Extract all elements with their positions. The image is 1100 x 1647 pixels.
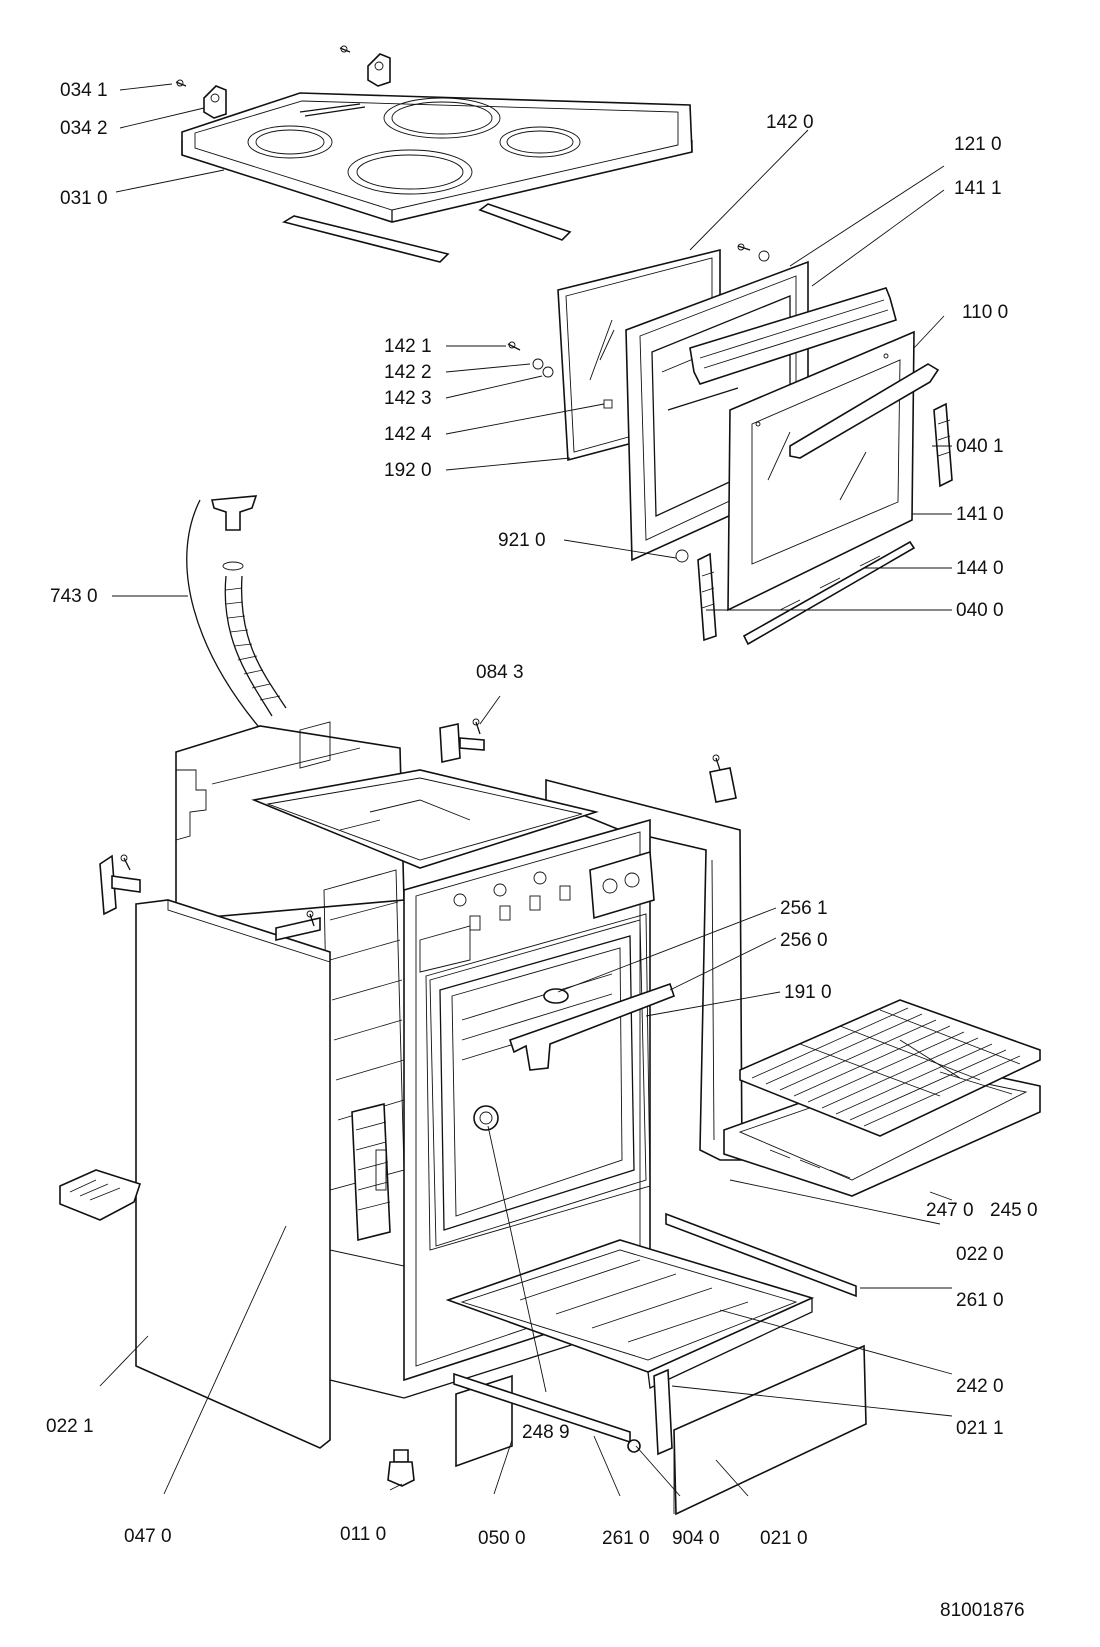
part-label-0210: 021 0 <box>760 1528 808 1549</box>
part-label-0220: 022 0 <box>956 1244 1004 1265</box>
part-label-1410: 141 0 <box>956 504 1004 525</box>
part-label-2470: 247 0 <box>926 1200 974 1221</box>
drawer-bracket <box>627 1368 673 1456</box>
part-label-0401: 040 1 <box>956 436 1004 457</box>
part-label-7430: 743 0 <box>50 586 98 607</box>
door-vent-strip <box>689 287 897 385</box>
part-label-0221: 022 1 <box>46 1416 94 1437</box>
part-label-9210: 921 0 <box>498 530 546 551</box>
cooktop-part <box>181 92 693 223</box>
left-side-panel <box>135 899 331 1449</box>
part-label-0211: 021 1 <box>956 1418 1004 1439</box>
part-label-2489: 248 9 <box>522 1422 570 1443</box>
part-label-1210: 121 0 <box>954 134 1002 155</box>
part-label-2610b: 261 0 <box>602 1528 650 1549</box>
terminal-block <box>351 1102 391 1242</box>
part-label-0500: 050 0 <box>478 1528 526 1549</box>
oven-cavity <box>429 919 647 1247</box>
part-label-1411: 141 1 <box>954 178 1002 199</box>
part-label-0470: 047 0 <box>124 1526 172 1547</box>
part-label-1422: 142 2 <box>384 362 432 383</box>
screw <box>120 718 721 927</box>
cabinet-back <box>175 721 405 921</box>
part-label-2420: 242 0 <box>956 1376 1004 1397</box>
part-label-1423: 142 3 <box>384 388 432 409</box>
part-label-1440: 144 0 <box>956 558 1004 579</box>
door-bottom-strip <box>742 540 916 646</box>
part-labels: 034 1 034 2 031 0 142 0 121 0 141 1 110 … <box>46 80 1038 1621</box>
part-label-0341: 034 1 <box>60 80 108 101</box>
part-label-9040: 904 0 <box>672 1528 720 1549</box>
cabinet-top-plate <box>251 769 599 869</box>
drawer-runner <box>453 1212 857 1444</box>
door-hinge-right <box>933 402 953 488</box>
grill-element <box>508 982 676 1071</box>
door-handle <box>789 363 940 459</box>
part-label-1920: 192 0 <box>384 460 432 481</box>
part-label-2450: 245 0 <box>990 1200 1038 1221</box>
door-hinge-left <box>697 552 717 642</box>
storage-drawer <box>673 1344 867 1516</box>
part-label-0310: 031 0 <box>60 188 108 209</box>
washer <box>532 250 770 563</box>
grill-pan <box>445 1239 815 1389</box>
rear-foot-plate <box>59 1169 142 1221</box>
cooktop-bracket <box>203 53 391 119</box>
cabinet-base <box>329 1249 651 1399</box>
part-label-0400: 040 0 <box>956 600 1004 621</box>
part-label-2561: 256 1 <box>780 898 828 919</box>
part-label-1100: 110 0 <box>962 302 1008 323</box>
part-label-0342: 034 2 <box>60 118 108 139</box>
screw <box>507 243 751 409</box>
part-label-1424: 142 4 <box>384 424 432 445</box>
oven-lamp <box>473 1105 499 1131</box>
part-label-2610a: 261 0 <box>956 1290 1004 1311</box>
diagram-reference-number: 81001876 <box>940 1600 1025 1621</box>
screw <box>175 45 351 87</box>
wire-shelf <box>739 999 1041 1137</box>
part-label-1421: 142 1 <box>384 336 432 357</box>
leader-lines <box>99 83 1013 1497</box>
mounting-bracket <box>99 723 737 942</box>
oven-door-seal <box>425 913 651 1251</box>
part-label-1910: 191 0 <box>784 982 832 1003</box>
part-label-0110: 011 0 <box>340 1524 386 1545</box>
adjustable-foot <box>387 1449 415 1487</box>
flue-hose <box>186 495 287 741</box>
cooktop-strip <box>281 203 572 263</box>
part-label-1420: 142 0 <box>766 112 814 133</box>
control-bracket <box>589 850 655 920</box>
part-label-2560: 256 0 <box>780 930 828 951</box>
part-label-0843: 084 3 <box>476 662 524 683</box>
